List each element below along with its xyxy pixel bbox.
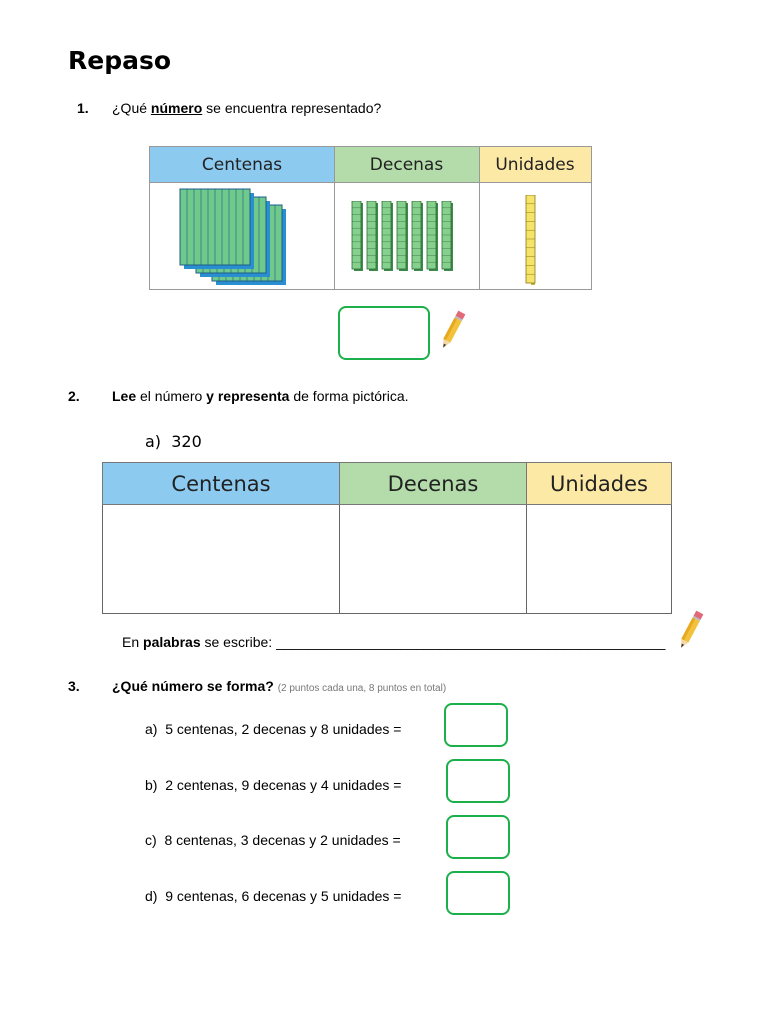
table-border-right [671,505,672,613]
item-label: b) [145,777,158,793]
pencil-icon [681,610,704,648]
ten-rod [366,201,378,271]
question-1-number: 1. [77,100,89,116]
centenas-drawing-area[interactable] [103,506,339,613]
answer-box-b[interactable] [446,759,510,803]
ten-rod [441,201,453,271]
column-divider [334,147,335,289]
table-border-bottom [102,613,672,614]
header-unidades: Unidades [479,147,591,183]
q3-item-b: b) 2 centenas, 9 decenas y 4 unidades = [145,777,401,793]
base-ten-table-2: Centenas Decenas Unidades [102,462,672,614]
answer-box-c[interactable] [446,815,510,859]
item-label: c) [145,832,157,848]
base-ten-table-1: Centenas Decenas Unidades [149,146,592,290]
header-centenas: Centenas [150,147,334,183]
q1-text-after: se encuentra representado? [202,100,382,116]
item-text: 2 centenas, 9 decenas y 4 unidades = [165,777,402,793]
header-decenas: Decenas [339,462,527,505]
q2-text-after: de forma pictórica. [289,388,409,404]
hundred-block [179,188,254,269]
header-centenas: Centenas [102,462,340,505]
ten-rod [396,201,408,271]
q2-subitem: a) 320 [145,432,202,451]
item-text: 5 centenas, 2 decenas y 8 unidades = [165,721,402,737]
unit-cubes [525,195,536,285]
question-3-number: 3. [68,678,80,694]
item-label: a) [145,721,158,737]
item-text: 9 centenas, 6 decenas y 5 unidades = [165,888,402,904]
item-label: d) [145,888,158,904]
words-prefix: En [122,634,144,650]
header-unidades: Unidades [526,462,672,505]
answer-box-a[interactable] [444,703,508,747]
page-title: Repaso [68,46,172,75]
q3-note: (2 puntos cada una, 8 puntos en total) [277,683,447,694]
unit-cube [525,195,536,285]
q2-text-mid: el número [136,388,207,404]
answer-box-d[interactable] [446,871,510,915]
table-border-left [102,505,103,613]
ten-rod [426,201,438,271]
words-blank[interactable]: ________________________________________… [276,634,666,650]
q1-text-bold: número [150,100,203,116]
question-3-title: ¿Qué número se forma? (2 puntos cada una… [112,678,446,694]
q3-item-c: c) 8 centenas, 3 decenas y 2 unidades = [145,832,401,848]
q3-item-a: a) 5 centenas, 2 decenas y 8 unidades = [145,721,401,737]
unidades-drawing-area[interactable] [527,506,671,613]
item-text: 8 centenas, 3 decenas y 2 unidades = [164,832,401,848]
tens-rods [351,201,453,271]
hundreds-blocks [179,188,286,285]
header-decenas: Decenas [334,147,479,183]
decenas-drawing-area[interactable] [340,506,526,613]
words-suffix: se escribe: [200,634,277,650]
words-line[interactable]: En palabras se escribe: ________________… [122,634,665,650]
ten-rod [351,201,363,271]
q2-sub-label: a) [145,432,162,451]
words-bold: palabras [143,634,201,650]
pencil-icon [443,310,466,348]
column-divider [339,505,340,613]
q3-title: ¿Qué número se forma? [112,678,274,694]
column-divider [526,505,527,613]
question-1-text: ¿Qué número se encuentra representado? [112,100,381,116]
q1-text-before: ¿Qué [112,100,151,116]
q2-bold-lee: Lee [112,388,137,404]
q2-sub-value: 320 [171,432,202,451]
ten-rod [381,201,393,271]
ten-rod [411,201,423,271]
answer-box-q1[interactable] [338,306,430,360]
question-2-text: Lee el número y representa de forma pict… [112,388,409,404]
question-2-number: 2. [68,388,80,404]
q3-item-d: d) 9 centenas, 6 decenas y 5 unidades = [145,888,401,904]
q2-bold-represent: y representa [206,388,290,404]
column-divider [479,147,480,289]
